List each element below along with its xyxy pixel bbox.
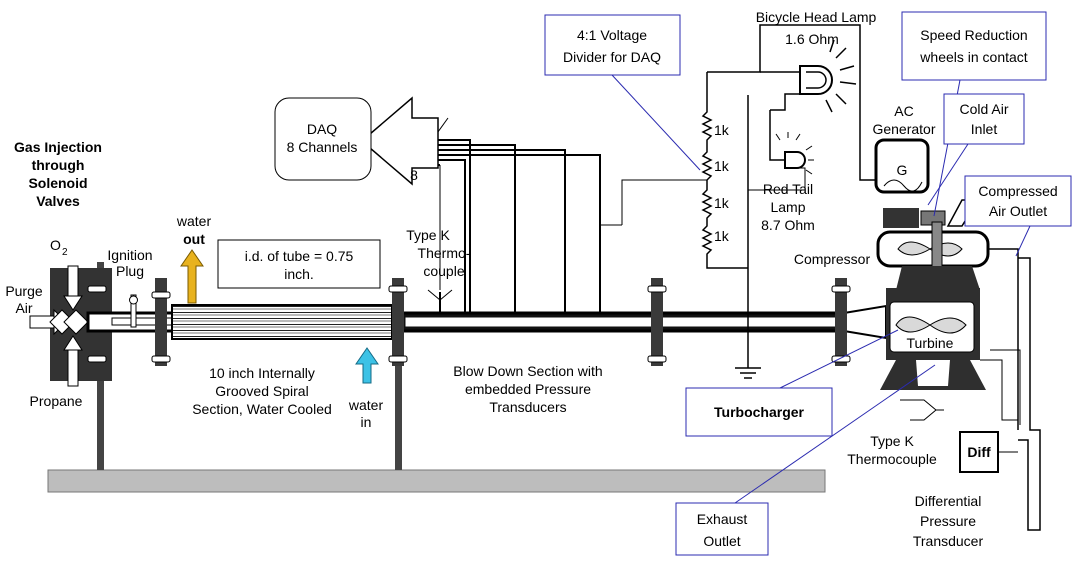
- voltage-divider-label-1: 4:1 Voltage: [577, 27, 647, 43]
- speed-reduction-callout: [901, 11, 1047, 81]
- gas-injection-label-1: Gas Injection: [14, 139, 102, 155]
- head-lamp-rays: [825, 39, 857, 113]
- cold-air-label-2: Inlet: [971, 121, 998, 137]
- purge-air-label-2: Air: [15, 300, 32, 316]
- turbocharger-label: Turbocharger: [714, 404, 805, 420]
- resistor-4-label: 1k: [714, 228, 730, 244]
- tail-lamp-label-2: Lamp: [770, 199, 805, 215]
- tail-lamp-label-3: 8.7 Ohm: [761, 217, 815, 233]
- ac-generator-label-2: Generator: [872, 121, 935, 137]
- water-in-label-2: in: [361, 414, 372, 430]
- resistor-2-label: 1k: [714, 158, 730, 174]
- spiral-section: [171, 304, 393, 340]
- ignition-plug-label-1: Ignition: [107, 247, 152, 263]
- water-in-arrow: [355, 347, 379, 384]
- purge-air-label-1: Purge: [5, 283, 43, 299]
- spiral-section-label-3: Section, Water Cooled: [192, 401, 332, 417]
- blow-down-label-2: embedded Pressure: [465, 381, 591, 397]
- compressor-label: Compressor: [794, 251, 871, 267]
- water-in-label-1: water: [348, 397, 384, 413]
- flange-2: [392, 278, 404, 366]
- water-out-label-2: out: [183, 231, 205, 247]
- thermocouple-bottom-label-1: Type K: [870, 433, 914, 449]
- tail-lamp-label-1: Red Tail: [763, 181, 813, 197]
- water-out-label-1: water: [176, 213, 212, 229]
- spiral-section-label-2: Grooved Spiral: [215, 383, 308, 399]
- compressed-air-label-1: Compressed: [978, 183, 1057, 199]
- propane-inlet-arrow: [67, 345, 79, 387]
- thermocouple-top-symbol: [427, 289, 453, 301]
- cold-air-label-1: Cold Air: [959, 101, 1008, 117]
- ignition-plug-label-2: Plug: [116, 263, 144, 279]
- gas-injection-label-2: through: [32, 157, 85, 173]
- flange-4: [835, 278, 847, 366]
- exhaust-label-2: Outlet: [703, 533, 740, 549]
- base-plate: [47, 469, 826, 493]
- head-lamp-label-2: 1.6 Ohm: [785, 31, 839, 47]
- ac-generator-label-1: AC: [894, 103, 913, 119]
- thermocouple-bottom-label-2: Thermocouple: [847, 451, 937, 467]
- speed-reduction-block: [883, 208, 919, 228]
- daq-label-1: DAQ: [307, 121, 337, 137]
- thermocouple-top-label-2: Thermo-: [418, 245, 471, 261]
- o2-subscript: 2: [62, 247, 68, 258]
- turbine-nozzle: [843, 304, 887, 340]
- exhaust-callout: [675, 502, 769, 556]
- gas-injection-label-3: Solenoid: [28, 175, 87, 191]
- ac-generator: [874, 138, 930, 194]
- spiral-section-label-1: 10 inch Internally: [209, 365, 315, 381]
- compressed-air-callout: [964, 175, 1072, 227]
- blow-down-tube: [402, 314, 846, 330]
- o2-label: O: [50, 237, 61, 253]
- head-lamp-symbol: [799, 65, 833, 95]
- diff-label: Diff: [967, 444, 991, 460]
- diff-pressure-box: [959, 431, 999, 473]
- resistor-1-label: 1k: [714, 122, 730, 138]
- exhaust-label-1: Exhaust: [697, 511, 748, 527]
- diff-transducer-label-2: Pressure: [920, 513, 976, 529]
- diff-transducer-label-1: Differential: [915, 493, 982, 509]
- gas-injection-label-4: Valves: [36, 193, 80, 209]
- diff-transducer-label-3: Transducer: [913, 533, 984, 549]
- propane-label: Propane: [30, 393, 83, 409]
- cold-air-callout: [943, 93, 1025, 145]
- tube-id-label-2: inch.: [284, 266, 314, 282]
- head-lamp-label-1: Bicycle Head Lamp: [756, 9, 877, 25]
- resistor-chain: [701, 72, 748, 269]
- turbine-fan-icon: [895, 316, 967, 334]
- speed-reduction-label-1: Speed Reduction: [920, 27, 1027, 43]
- voltage-divider-label-2: Divider for DAQ: [563, 49, 661, 65]
- blow-down-label-3: Transducers: [489, 399, 566, 415]
- daq-count-label: 8: [410, 167, 418, 183]
- tube-id-box: [217, 239, 381, 289]
- thermocouple-top-label-3: couple: [423, 263, 464, 279]
- daq-label-2: 8 Channels: [287, 139, 358, 155]
- daq-box: [274, 97, 372, 181]
- blow-down-label-1: Blow Down Section with: [453, 363, 602, 379]
- thermocouple-top-label-1: Type K: [406, 227, 450, 243]
- thermocouple-bottom-symbol: [900, 399, 937, 421]
- compressed-air-label-2: Air Outlet: [989, 203, 1047, 219]
- flange-1: [155, 278, 167, 366]
- stand-post-2: [395, 292, 402, 470]
- tail-lamp-symbol: [784, 151, 806, 169]
- water-out-arrow: [180, 249, 204, 304]
- tube-id-label-1: i.d. of tube = 0.75: [245, 248, 354, 264]
- voltage-divider-callout: [544, 14, 681, 76]
- daq-input-arrow: [369, 96, 439, 186]
- flange-3: [651, 278, 663, 366]
- turbocharger-callout: [685, 387, 833, 437]
- turbine-label: Turbine: [907, 335, 954, 351]
- compressor-fan-icon: [897, 241, 963, 257]
- speed-reduction-label-2: wheels in contact: [919, 49, 1028, 65]
- ignition-plug: [130, 294, 137, 328]
- generator-symbol-label: G: [897, 162, 908, 178]
- resistor-3-label: 1k: [714, 195, 730, 211]
- tail-lamp-rays: [775, 132, 814, 175]
